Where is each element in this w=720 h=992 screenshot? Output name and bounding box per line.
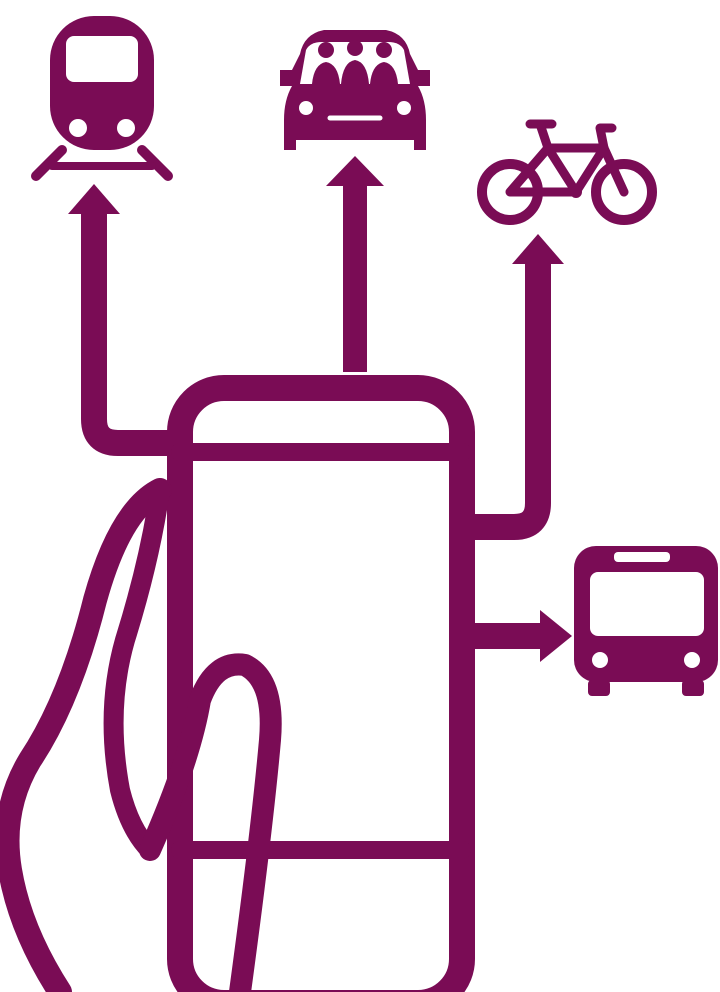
arrow-to-bicycle [462, 234, 564, 527]
train-icon [36, 16, 168, 176]
bicycle-icon [482, 124, 652, 220]
arrow-to-bus [462, 610, 572, 662]
smartphone-icon [180, 388, 462, 992]
hand-icon [8, 490, 271, 992]
arrow-to-train [68, 184, 172, 443]
bus-icon [574, 546, 718, 696]
carpool-car-icon [280, 30, 430, 150]
arrow-to-car [326, 156, 384, 372]
